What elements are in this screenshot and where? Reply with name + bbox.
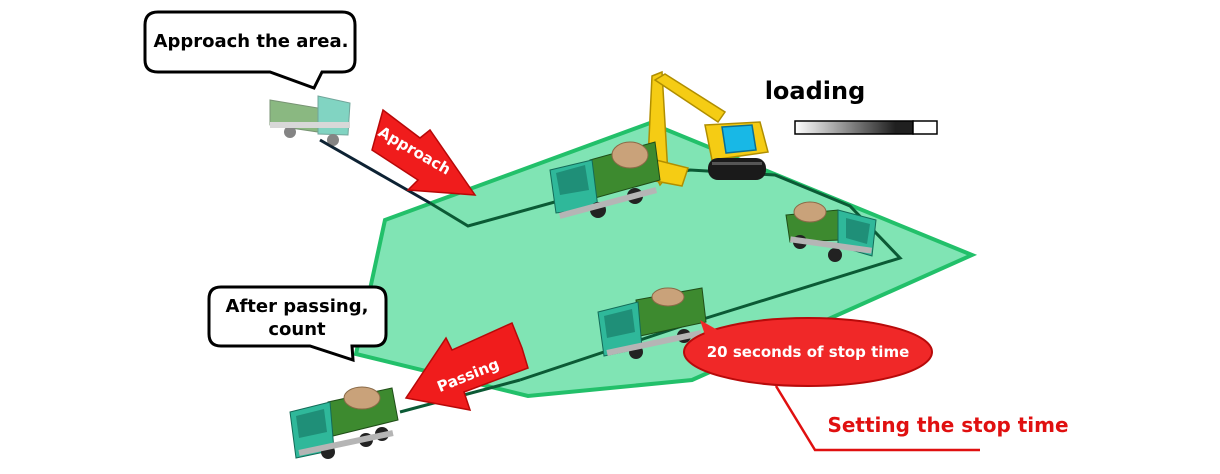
after-passing-line1: After passing, [226,296,369,317]
truck-middle [597,287,707,359]
stop-time-callout-line [774,385,980,452]
truck-approaching [269,95,351,146]
loading-progress-gauge [794,120,938,135]
approach-path-line [319,138,431,205]
truck-route-line [429,168,903,382]
setting-stop-time-label: Setting the stop time [827,413,1068,437]
approach-arrow: Approach [371,108,477,196]
approach-speech-bubble: Approach the area. [143,10,357,90]
after-passing-line2: count [268,319,326,340]
excavator-icon [647,70,769,187]
stop-time-ellipse-text: 20 seconds of stop time [707,343,910,361]
stop-time-ellipse: 20 seconds of stop time [683,317,933,387]
loading-label: loading [765,77,866,105]
truck-loading-left [549,141,661,219]
truck-loading-right [785,201,877,262]
after-passing-speech-bubble: After passing, count [207,285,388,363]
approach-bubble-text: Approach the area. [154,31,349,52]
truck-exit [289,386,399,459]
passing-arrow: Passing [404,321,529,411]
